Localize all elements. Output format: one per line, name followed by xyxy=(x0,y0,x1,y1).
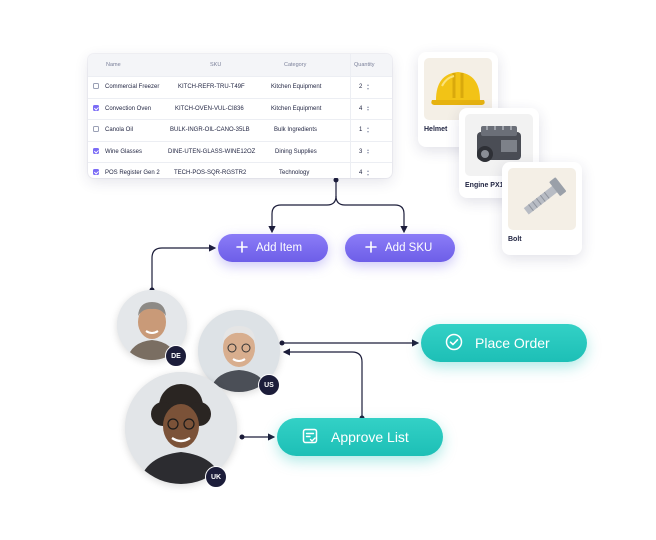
check-circle-icon xyxy=(445,333,463,354)
product-name: Engine PX100 xyxy=(465,182,512,189)
row-name: Commercial Freezer xyxy=(105,84,160,90)
row-category: Bulk Ingredients xyxy=(274,127,318,133)
row-quantity: 4 xyxy=(359,170,363,176)
row-checkbox[interactable] xyxy=(93,147,99,154)
add-sku-label: Add SKU xyxy=(385,242,433,254)
row-quantity: 1 xyxy=(359,127,363,133)
table-row[interactable]: Canola Oil BULK-INGR-OIL-CANO-35LB Bulk … xyxy=(88,119,392,141)
row-name: Convection Oven xyxy=(105,105,152,112)
table-row[interactable]: Commercial Freezer KITCH-REFR-TRU-T49F K… xyxy=(88,76,392,98)
row-checkbox[interactable] xyxy=(93,169,99,175)
product-name: Helmet xyxy=(424,126,448,133)
country-badge-uk: UK xyxy=(205,466,227,488)
table-row[interactable]: Convection Oven KITCH-OVEN-VUL-CI836 Kit… xyxy=(88,97,392,120)
product-name: Bolt xyxy=(508,236,522,243)
table-row[interactable]: Wine Glasses DINE-UTEN-GLASS-WINE12OZ Di… xyxy=(88,140,392,163)
country-badge-de: DE xyxy=(165,345,187,367)
bolt-image xyxy=(508,168,576,230)
sku-table: Name SKU Category Quantity Commercial Fr… xyxy=(88,54,392,178)
row-quantity: 4 xyxy=(359,105,363,112)
column-header-name: Name xyxy=(106,62,121,68)
approve-list-button[interactable]: Approve List xyxy=(277,418,443,456)
column-header-category: Category xyxy=(284,62,307,68)
quantity-stepper[interactable]: ▴▾ xyxy=(367,125,370,134)
quantity-stepper[interactable]: ▴▾ xyxy=(367,82,370,91)
column-header-sku: SKU xyxy=(210,62,222,68)
quantity-stepper[interactable]: ▴▾ xyxy=(367,103,370,112)
row-quantity: 2 xyxy=(359,84,363,90)
plus-icon xyxy=(365,240,377,256)
row-name: Wine Glasses xyxy=(105,148,143,155)
row-category: Kitchen Equipment xyxy=(271,105,322,112)
plus-icon xyxy=(236,240,248,256)
table-row[interactable]: POS Register Gen 2 TECH-POS-SQR-RGSTR2 T… xyxy=(88,162,392,178)
row-category: Technology xyxy=(279,170,310,176)
row-sku: BULK-INGR-OIL-CANO-35LB xyxy=(170,127,250,133)
quantity-stepper[interactable]: ▴▾ xyxy=(367,146,370,155)
row-category: Kitchen Equipment xyxy=(271,84,322,90)
clipboard-check-icon xyxy=(301,427,319,448)
avatar-uk[interactable] xyxy=(125,372,237,484)
row-sku: KITCH-REFR-TRU-T49F xyxy=(178,84,245,90)
row-checkbox[interactable] xyxy=(93,104,99,111)
row-name: Canola Oil xyxy=(105,127,134,133)
quantity-stepper[interactable]: ▴▾ xyxy=(367,168,370,177)
row-sku: TECH-POS-SQR-RGSTR2 xyxy=(174,170,247,176)
row-name: POS Register Gen 2 xyxy=(105,170,160,176)
approve-list-label: Approve List xyxy=(331,429,409,445)
product-card-bolt[interactable]: Bolt xyxy=(502,162,582,255)
row-sku: KITCH-OVEN-VUL-CI836 xyxy=(175,105,244,112)
row-checkbox[interactable] xyxy=(93,126,99,132)
add-item-label: Add Item xyxy=(256,242,303,254)
row-checkbox[interactable] xyxy=(93,83,99,89)
add-item-button[interactable]: Add Item xyxy=(218,234,328,262)
product-card-engine[interactable]: Engine PX100 xyxy=(459,108,539,198)
row-quantity: 3 xyxy=(359,148,363,155)
row-category: Dining Supplies xyxy=(275,148,317,155)
row-sku: DINE-UTEN-GLASS-WINE12OZ xyxy=(168,148,256,155)
table-header: Name SKU Category Quantity xyxy=(88,54,392,76)
place-order-button[interactable]: Place Order xyxy=(421,324,587,362)
place-order-label: Place Order xyxy=(475,335,550,351)
country-badge-us: US xyxy=(258,374,280,396)
add-sku-button[interactable]: Add SKU xyxy=(345,234,455,262)
column-header-quantity: Quantity xyxy=(354,62,375,68)
